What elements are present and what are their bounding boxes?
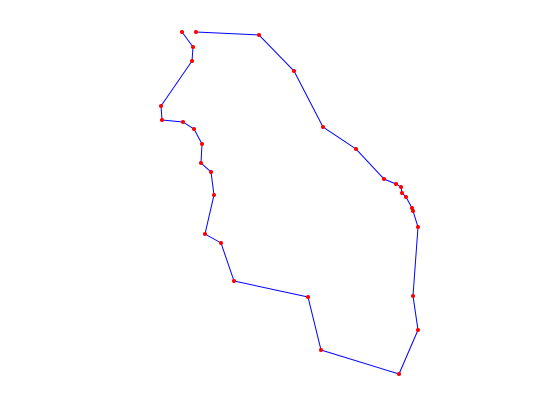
vertex-marker [319,348,323,352]
vertex-marker [411,294,415,298]
vertex-marker [180,30,184,34]
outline-segment [383,178,397,185]
outline-segment [307,296,322,351]
outline-segment [412,226,419,297]
vertex-marker [416,225,420,229]
outline-segment [193,128,203,145]
vertex-marker [232,279,236,283]
outline-segment [258,34,295,72]
vertex-marker [219,241,223,245]
vertex-marker [397,372,401,376]
vertex-marker [194,30,198,34]
vertex-marker [192,127,196,131]
outline-segment [293,70,324,128]
vertex-marker [212,193,216,197]
vertex-marker [416,328,420,332]
outline-segment [412,295,419,331]
outline-segment [405,196,413,209]
outline-segment [200,143,203,164]
outline-segment [412,210,419,228]
vertex-marker [203,232,207,236]
vertex-marker [306,295,310,299]
outline-segment [204,233,222,244]
outline-segment [210,171,215,196]
vertex-marker [159,104,163,108]
outline-segment [398,329,419,375]
outline-segment [233,280,309,298]
outline-segment [181,31,194,48]
vertex-marker [382,177,386,181]
vertex-marker [400,191,404,195]
vertex-marker [199,161,203,165]
vertex-marker [200,142,204,146]
outline-segment [200,162,212,173]
outline-segment [195,31,260,36]
vertex-marker [181,120,185,124]
vertex-marker-layer [159,30,420,376]
vertex-marker [209,170,213,174]
vertex-marker [354,147,358,151]
vertex-marker [292,69,296,73]
outline-layer [160,31,419,375]
vertex-marker [191,45,195,49]
outline-segment [191,46,194,62]
outline-segment [161,119,184,123]
vertex-marker [399,185,403,189]
outline-segment [204,194,215,235]
vertex-marker [257,33,261,37]
outline-segment [160,105,163,121]
vertex-marker [404,195,408,199]
vertex-marker [190,59,194,63]
outline-segment [182,121,195,130]
vertex-marker [411,209,415,213]
outline-segment [220,242,235,282]
outline-segment [320,349,400,375]
outline-segment [322,126,357,150]
vertex-marker [321,125,325,129]
vertex-marker [394,182,398,186]
outline-segment [160,60,193,107]
vertex-marker [160,118,164,122]
outline-segment [355,148,385,180]
